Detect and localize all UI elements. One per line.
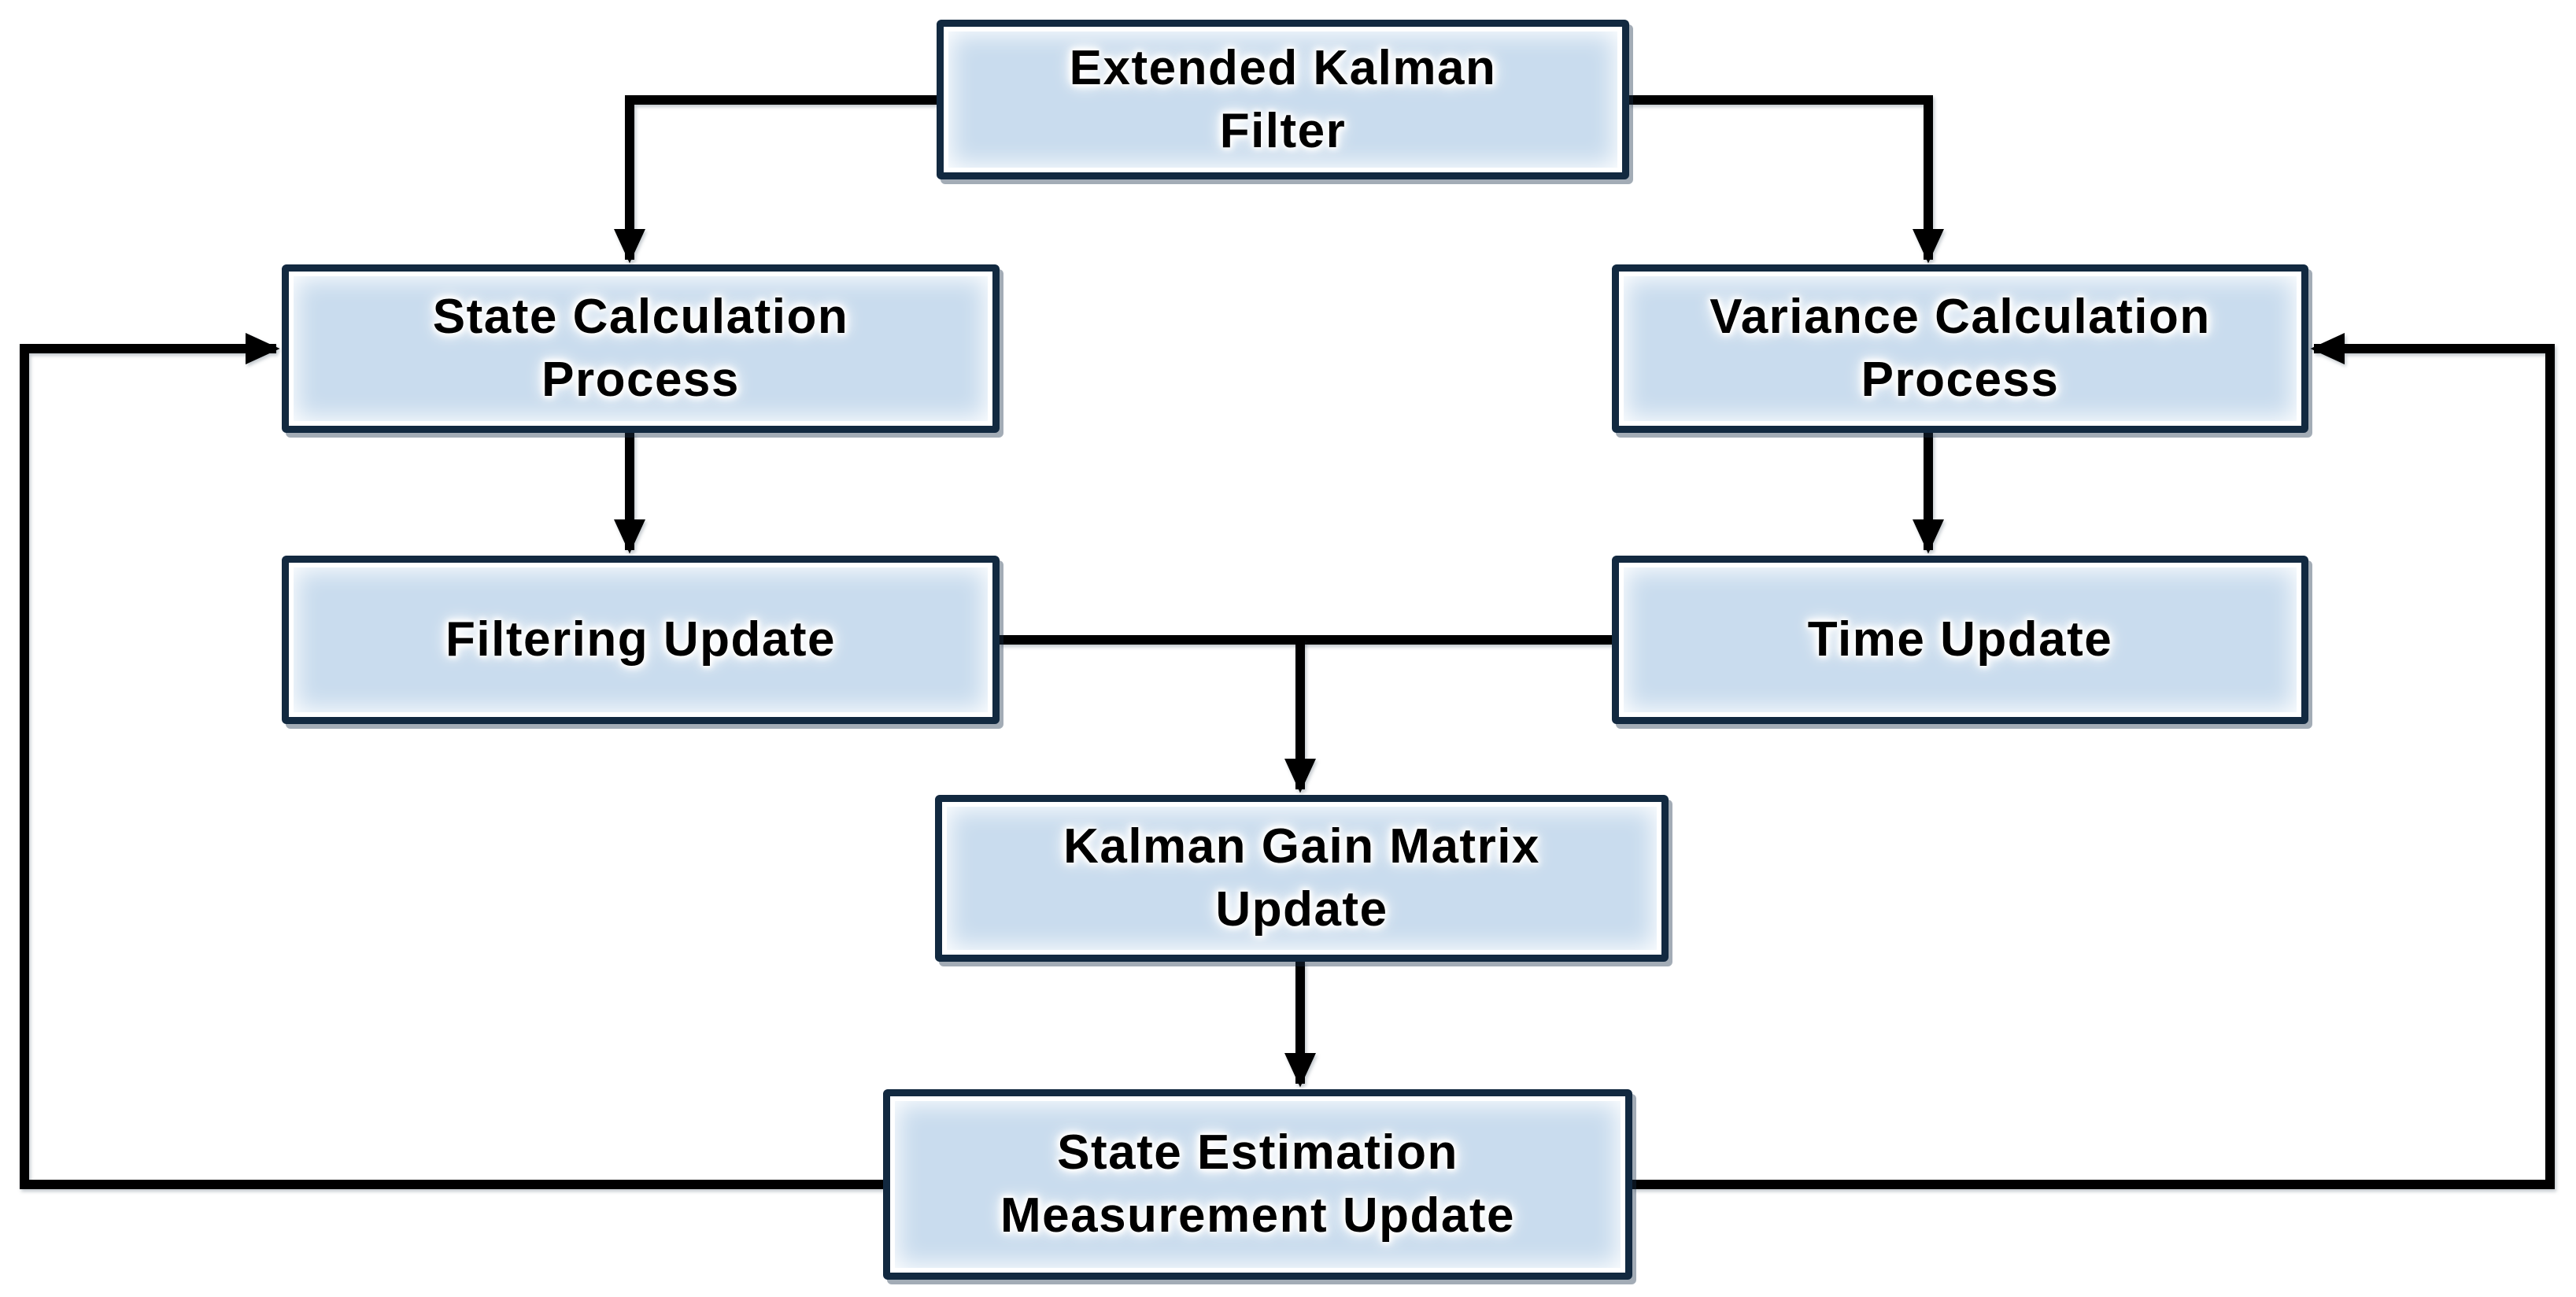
node-label-line2: Process [541, 353, 740, 407]
node-label-line1: Extended Kalman [1069, 40, 1497, 95]
node-time-update: Time Update [1612, 556, 2308, 724]
node-filtering-update: Filtering Update [282, 556, 1000, 724]
connector-feedback-left-to-state-calculation [20, 332, 883, 1189]
node-state-estimation-measurement-update: State Estimation Measurement Update [883, 1089, 1632, 1280]
node-label-line2: Process [1861, 353, 2060, 407]
node-label-line1: State Estimation [1057, 1125, 1458, 1180]
node-label-line1: Variance Calculation [1709, 290, 2211, 344]
node-label-line2: Filter [1219, 103, 1347, 158]
node-label-line1: Time Update [1807, 612, 2113, 667]
node-label-line2: Update [1215, 882, 1388, 937]
connector-feedback-right-to-variance-calculation [1632, 332, 2555, 1189]
node-label-line1: Filtering Update [445, 612, 836, 667]
node-label-line1: State Calculation [432, 290, 849, 344]
node-state-calculation-process: State Calculation Process [282, 264, 1000, 433]
node-label-line1: Kalman Gain Matrix [1063, 819, 1540, 874]
connector-ekf-to-state-calculation [613, 95, 937, 264]
connector-ekf-to-variance-calculation [1629, 95, 1945, 264]
node-label-line2: Measurement Update [1000, 1188, 1516, 1243]
node-extended-kalman-filter: Extended Kalman Filter [937, 20, 1629, 179]
node-kalman-gain-matrix-update: Kalman Gain Matrix Update [935, 795, 1669, 962]
node-variance-calculation-process: Variance Calculation Process [1612, 264, 2308, 433]
